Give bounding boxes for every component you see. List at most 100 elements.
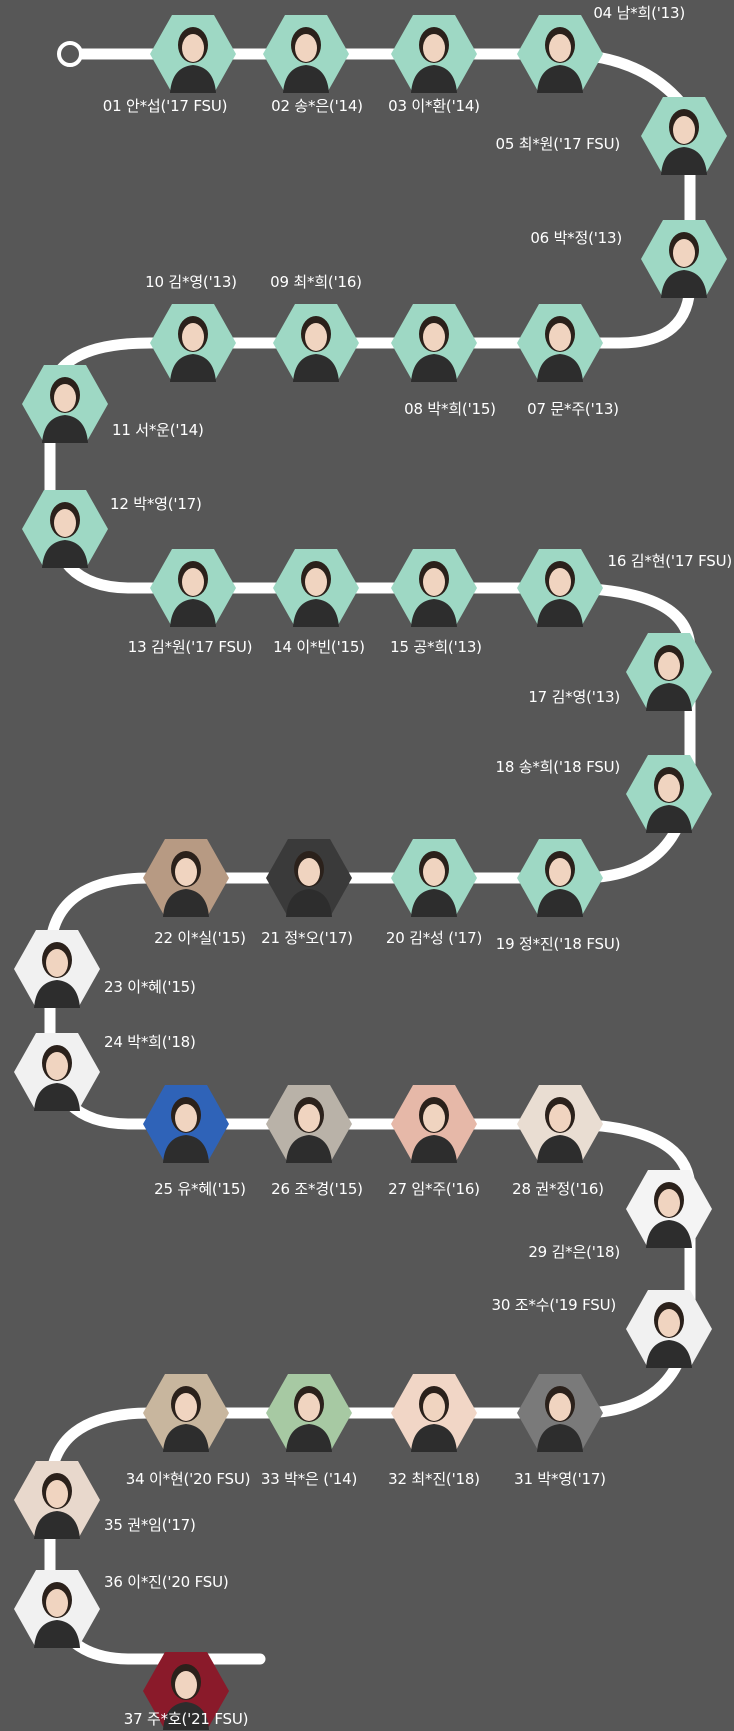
person-photo-icon: [626, 633, 712, 711]
student-node: [626, 1290, 712, 1368]
person-photo-icon: [263, 15, 349, 93]
person-shoulders: [286, 1135, 332, 1163]
person-photo-icon: [150, 549, 236, 627]
person-face: [423, 858, 445, 886]
student-node: [150, 15, 236, 93]
student-label: 17 김*영('13): [528, 688, 620, 707]
person-photo-icon: [266, 1085, 352, 1163]
student-node: [150, 304, 236, 382]
student-node: [150, 549, 236, 627]
person-shoulders: [293, 354, 339, 382]
person-shoulders: [163, 1135, 209, 1163]
student-number: 08: [404, 400, 423, 418]
student-number: 02: [271, 97, 290, 115]
student-label: 37 주*호('21 FSU): [124, 1710, 249, 1729]
person-face: [298, 1104, 320, 1132]
student-number: 32: [388, 1470, 407, 1488]
student-name: 이*빈('15): [296, 638, 365, 656]
student-name: 박*희('18): [127, 1033, 196, 1051]
student-name: 최*희('16): [293, 273, 362, 291]
student-number: 03: [388, 97, 407, 115]
student-node: [391, 15, 477, 93]
person-shoulders: [411, 354, 457, 382]
person-face: [175, 1671, 197, 1699]
student-node: [626, 633, 712, 711]
person-shoulders: [34, 1511, 80, 1539]
person-shoulders: [286, 889, 332, 917]
person-shoulders: [646, 1220, 692, 1248]
person-photo-icon: [626, 1290, 712, 1368]
student-number: 07: [527, 400, 546, 418]
person-shoulders: [537, 599, 583, 627]
student-number: 05: [495, 135, 515, 153]
student-node: [22, 490, 108, 568]
student-label: 24 박*희('18): [104, 1033, 196, 1052]
student-label: 36 이*진('20 FSU): [104, 1573, 229, 1592]
student-label: 31 박*영('17): [514, 1470, 606, 1489]
student-number: 24: [104, 1033, 123, 1051]
student-node: [391, 1374, 477, 1452]
student-node: [14, 1461, 100, 1539]
person-face: [298, 858, 320, 886]
student-label: 33 박*은 ('14): [261, 1470, 357, 1489]
student-label: 02 송*은('14): [271, 97, 363, 116]
person-face: [549, 323, 571, 351]
person-photo-icon: [391, 15, 477, 93]
person-shoulders: [293, 599, 339, 627]
student-number: 36: [104, 1573, 123, 1591]
student-name: 이*진('20 FSU): [127, 1573, 229, 1591]
student-number: 31: [514, 1470, 533, 1488]
person-shoulders: [163, 1424, 209, 1452]
person-shoulders: [646, 683, 692, 711]
student-name: 김*성 ('17): [409, 929, 483, 947]
student-number: 15: [390, 638, 409, 656]
student-number: 04: [593, 4, 612, 22]
student-number: 35: [104, 1516, 123, 1534]
student-node: [517, 15, 603, 93]
person-face: [673, 239, 695, 267]
student-number: 29: [528, 1243, 547, 1261]
student-name: 이*환('14): [411, 97, 480, 115]
person-photo-icon: [143, 1652, 229, 1730]
person-face: [175, 858, 197, 886]
student-number: 25: [154, 1180, 173, 1198]
student-number: 20: [385, 929, 405, 947]
person-face: [658, 652, 680, 680]
student-label: 19 정*진('18 FSU): [496, 935, 621, 954]
student-number: 30: [491, 1296, 511, 1314]
person-shoulders: [537, 1135, 583, 1163]
person-face: [549, 568, 571, 596]
person-face: [182, 323, 204, 351]
student-label: 13 김*원('17 FSU): [128, 638, 253, 657]
student-name: 김*현('17 FSU): [630, 552, 732, 570]
person-face: [423, 323, 445, 351]
student-node: [517, 549, 603, 627]
student-name: 정*진('18 FSU): [519, 935, 621, 953]
person-face: [423, 1393, 445, 1421]
student-node: [14, 1033, 100, 1111]
student-label: 27 임*주('16): [388, 1180, 480, 1199]
student-name: 이*혜('15): [127, 978, 196, 996]
student-label: 32 최*진('18): [388, 1470, 480, 1489]
person-photo-icon: [266, 1374, 352, 1452]
person-photo-icon: [14, 1033, 100, 1111]
student-name: 정*오('17): [284, 929, 353, 947]
student-number: 33: [260, 1470, 280, 1488]
person-face: [298, 1393, 320, 1421]
person-shoulders: [34, 980, 80, 1008]
person-photo-icon: [22, 490, 108, 568]
person-photo-icon: [517, 304, 603, 382]
person-face: [182, 34, 204, 62]
person-shoulders: [661, 270, 707, 298]
student-node: [14, 1570, 100, 1648]
student-number: 18: [495, 758, 515, 776]
student-node: [273, 304, 359, 382]
person-shoulders: [34, 1620, 80, 1648]
person-photo-icon: [517, 1374, 603, 1452]
person-face: [54, 509, 76, 537]
person-shoulders: [170, 65, 216, 93]
student-number: 21: [261, 929, 280, 947]
student-name: 송*은('14): [294, 97, 363, 115]
student-node: [273, 549, 359, 627]
